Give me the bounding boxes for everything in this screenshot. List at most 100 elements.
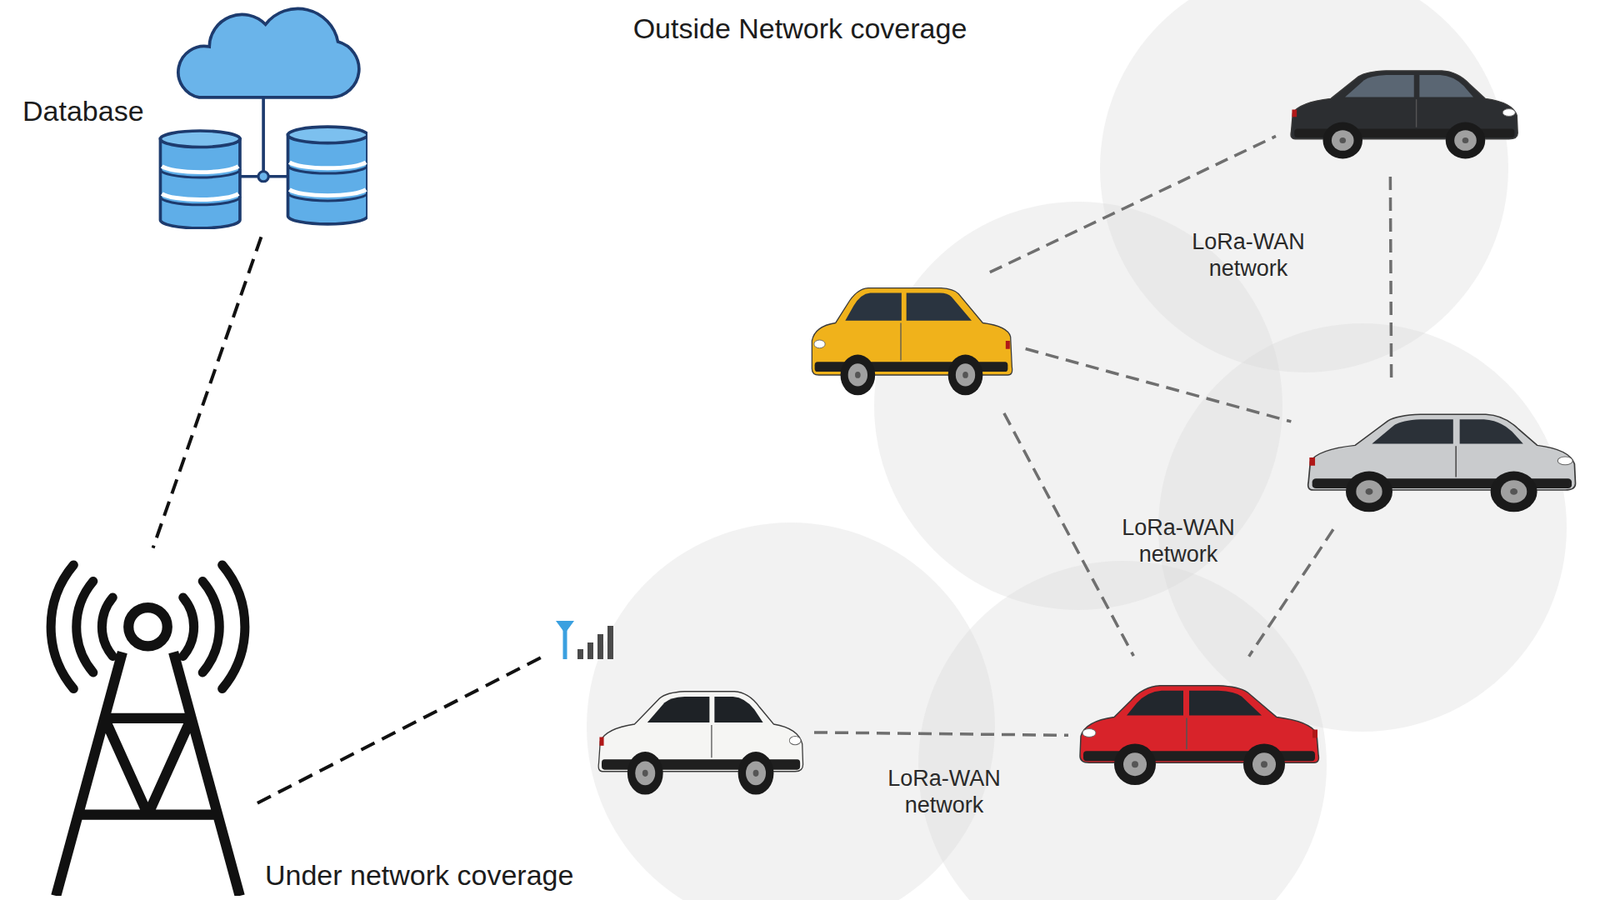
wheel bbox=[1323, 121, 1364, 159]
wheel bbox=[1114, 743, 1156, 785]
car-window bbox=[714, 696, 763, 723]
wheel-rim bbox=[1355, 480, 1382, 503]
signal-bar bbox=[587, 642, 594, 660]
door-line bbox=[710, 725, 712, 758]
wheel-rim bbox=[1500, 480, 1527, 503]
car-window bbox=[1345, 75, 1415, 97]
network-label: LoRa-WAN network bbox=[1177, 228, 1320, 283]
lora-link bbox=[1249, 529, 1334, 656]
coverage-region: Under network coverage bbox=[0, 306, 816, 900]
lora-link bbox=[153, 236, 262, 548]
car-window bbox=[647, 696, 710, 723]
cylinder-top bbox=[160, 130, 240, 147]
wheel bbox=[1243, 743, 1285, 785]
wheel-rim bbox=[745, 760, 766, 785]
door-line bbox=[1455, 445, 1457, 477]
signal-bar bbox=[597, 634, 604, 660]
car-window bbox=[1189, 690, 1262, 716]
wheel-hub bbox=[642, 770, 649, 777]
wheel-hub bbox=[1510, 488, 1518, 495]
car bbox=[1283, 50, 1521, 169]
network-label: LoRa-WAN network bbox=[873, 765, 1015, 820]
radio-wave bbox=[183, 597, 195, 656]
antenna-stem bbox=[563, 629, 568, 660]
taillight bbox=[1291, 110, 1297, 118]
wheel bbox=[1345, 471, 1393, 513]
signal-bar bbox=[577, 649, 584, 660]
cloud-link bbox=[261, 97, 265, 177]
wheel-hub bbox=[1131, 760, 1139, 768]
car-illustration bbox=[1283, 50, 1521, 169]
database-node: Database bbox=[16, 4, 375, 230]
tower-frame bbox=[55, 652, 240, 896]
wheel-rim bbox=[955, 363, 975, 386]
radio-wave bbox=[202, 580, 220, 673]
wheel-rim bbox=[635, 760, 655, 785]
car-body bbox=[811, 288, 1012, 375]
free-label-box: Outside Network coverage bbox=[633, 11, 968, 46]
wheel-hub bbox=[1339, 137, 1346, 144]
cylinder-gap bbox=[161, 166, 239, 173]
edge-label-box: LoRa-WAN network bbox=[1107, 514, 1250, 569]
wheel bbox=[738, 751, 775, 795]
wheel-hub bbox=[1260, 760, 1268, 768]
database-icon bbox=[158, 4, 368, 230]
cylinder-top bbox=[287, 126, 368, 143]
wheel-rim bbox=[1454, 130, 1477, 151]
signal-icon bbox=[554, 619, 618, 661]
headlight bbox=[1502, 109, 1515, 117]
wheel bbox=[1445, 121, 1486, 159]
wheel-hub bbox=[753, 770, 760, 777]
wheel-hub bbox=[962, 371, 969, 379]
car-window bbox=[906, 292, 972, 320]
wheel bbox=[948, 355, 984, 396]
door-line bbox=[900, 323, 901, 361]
car-body-group bbox=[1308, 414, 1576, 512]
tower-icon bbox=[45, 555, 250, 896]
door-line bbox=[1415, 99, 1417, 127]
car bbox=[1076, 663, 1327, 796]
door-line bbox=[1185, 718, 1188, 750]
car-window bbox=[1371, 419, 1453, 444]
cloud-shape bbox=[178, 8, 360, 98]
car-window bbox=[1460, 419, 1524, 444]
taillight bbox=[1312, 730, 1318, 739]
database-label: Database bbox=[22, 94, 145, 129]
wheel bbox=[1490, 471, 1538, 513]
database-cylinder bbox=[160, 130, 240, 229]
radio-wave bbox=[50, 565, 74, 690]
region-heading: Outside Network coverage bbox=[633, 11, 968, 46]
wheel bbox=[627, 751, 664, 795]
edge-label-box: LoRa-WAN network bbox=[873, 765, 1015, 820]
lora-link bbox=[1025, 349, 1292, 422]
region-label: Under network coverage bbox=[265, 858, 574, 893]
wheel bbox=[840, 355, 876, 396]
radio-wave bbox=[222, 565, 245, 690]
cylinder-gap bbox=[161, 193, 239, 200]
car-body bbox=[598, 691, 803, 772]
radio-wave bbox=[76, 580, 94, 673]
headlight bbox=[1557, 456, 1573, 465]
car bbox=[1299, 392, 1580, 523]
lora-link bbox=[814, 732, 1069, 735]
car-illustration bbox=[1299, 392, 1580, 523]
car bbox=[809, 275, 1018, 406]
car bbox=[554, 619, 806, 806]
car-illustration bbox=[591, 668, 806, 806]
car-window bbox=[1126, 690, 1184, 716]
wheel-rim bbox=[1123, 752, 1147, 776]
wheel-rim bbox=[1331, 130, 1355, 151]
car-body-group bbox=[598, 691, 803, 795]
car-body-group bbox=[1080, 685, 1319, 785]
wheel-rim bbox=[848, 363, 868, 386]
cylinder-gap bbox=[289, 190, 366, 196]
car-window bbox=[845, 292, 902, 320]
coverage-circle bbox=[0, 306, 816, 900]
car-illustration bbox=[1076, 663, 1327, 796]
wheel-rim bbox=[1252, 752, 1276, 776]
wheel-hub bbox=[855, 371, 861, 379]
car-body-group bbox=[1290, 70, 1518, 160]
lora-link bbox=[257, 654, 547, 803]
db-junction bbox=[258, 171, 269, 182]
